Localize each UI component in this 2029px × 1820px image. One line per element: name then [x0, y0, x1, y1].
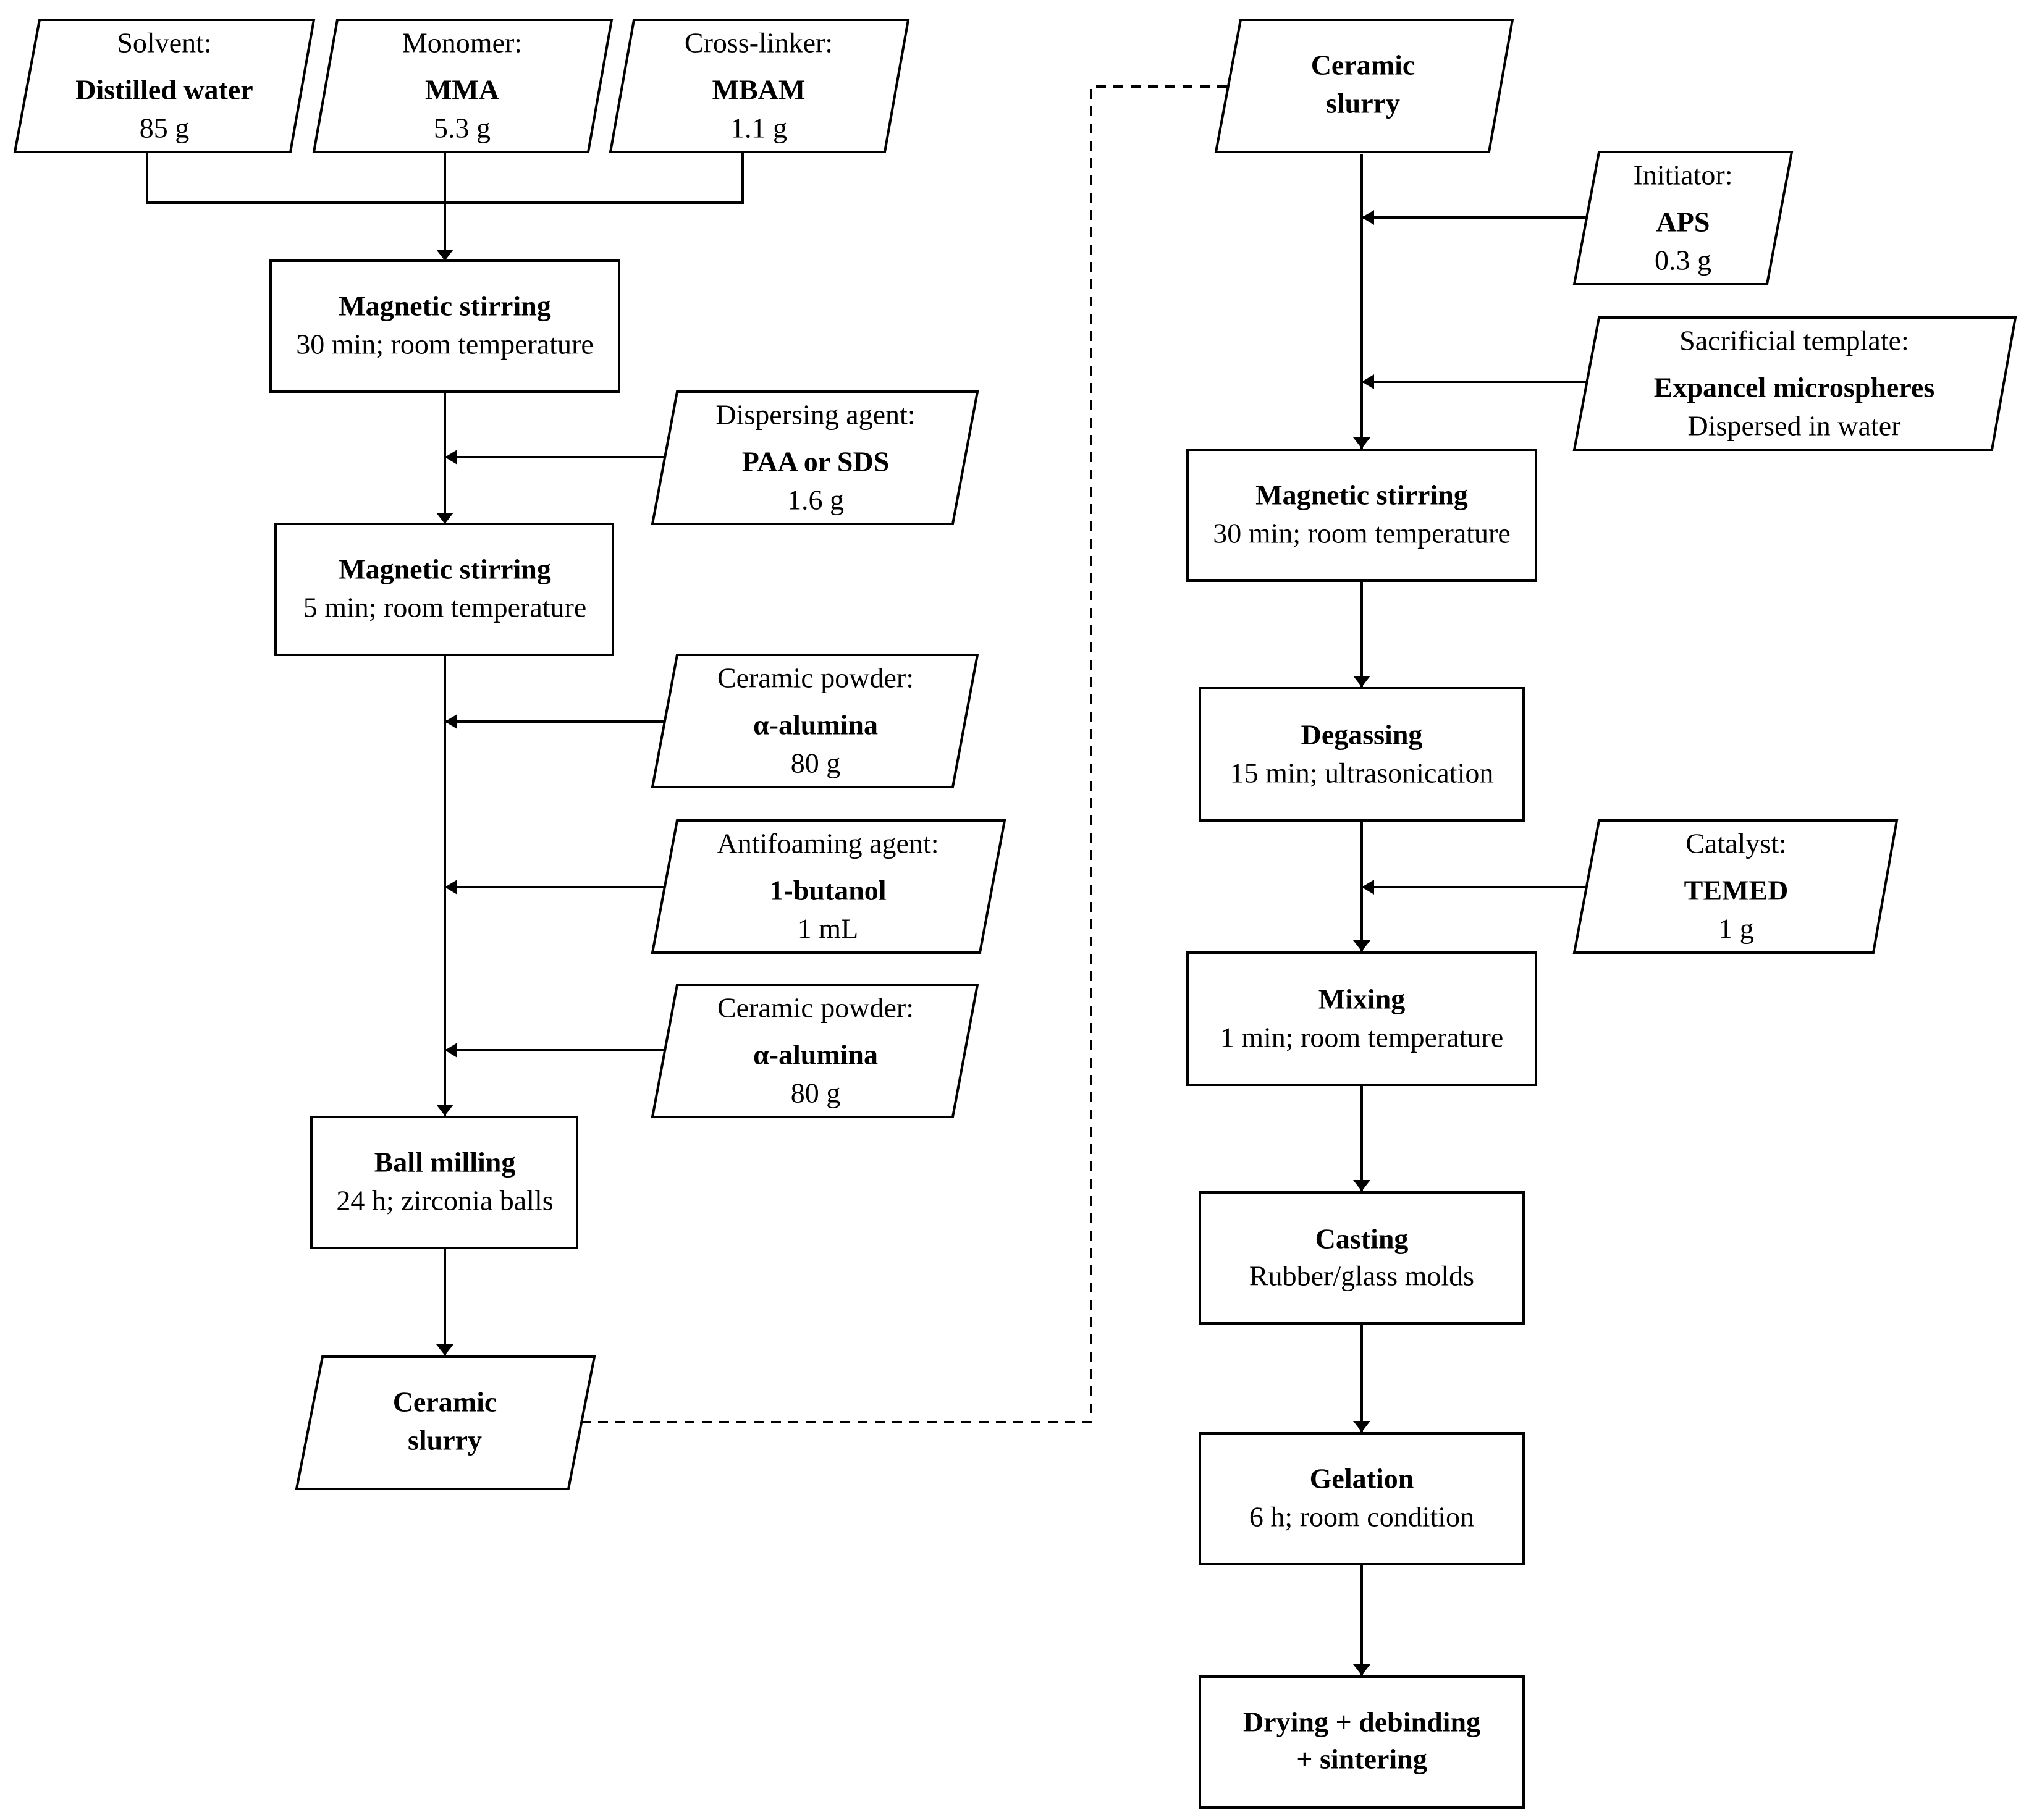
step-title: Mixing: [1318, 984, 1406, 1015]
ingredient-label: Ceramic powder:: [717, 992, 914, 1024]
dashed-link: [581, 85, 1227, 1423]
ingredient-amount: 80 g: [791, 748, 841, 779]
ingredient-amount: 5.3 g: [434, 112, 491, 144]
ingredient-name: APS: [1656, 206, 1710, 238]
arrowhead-powder1: [445, 714, 457, 729]
arrowhead-casting: [1353, 1180, 1370, 1191]
step-magnetic-stirring-3: Magnetic stirring 30 min; room temperatu…: [1186, 449, 1537, 582]
ingredient-monomer: Monomer: MMA 5.3 g: [312, 19, 614, 153]
ingredient-antifoam: Antifoaming agent: 1-butanol 1 mL: [651, 819, 1006, 954]
ingredient-catalyst: Catalyst: TEMED 1 g: [1572, 819, 1899, 954]
step-drying-debinding-sintering: Drying + debinding + sintering: [1199, 1675, 1525, 1809]
arrowhead-mixing: [1353, 940, 1370, 951]
arrowhead-stir1: [436, 250, 453, 261]
ingredient-amount: 1 mL: [798, 913, 858, 945]
slurry-line1: Ceramic: [1311, 49, 1415, 81]
ingredient-name: Distilled water: [75, 74, 253, 106]
ingredient-label: Cross-linker:: [685, 27, 833, 59]
ingredient-crosslinker: Cross-linker: MBAM 1.1 g: [609, 19, 910, 153]
arrowhead-antifoam: [445, 880, 457, 895]
step-degassing: Degassing 15 min; ultrasonication: [1199, 687, 1525, 822]
ingredient-amount: 1 g: [1718, 913, 1754, 945]
step-casting: Casting Rubber/glass molds: [1199, 1191, 1525, 1325]
step-detail: Rubber/glass molds: [1249, 1260, 1474, 1292]
ingredient-template: Sacrificial template: Expancel microsphe…: [1572, 316, 2017, 451]
ingredient-name: TEMED: [1684, 875, 1789, 906]
ingredient-name: MMA: [425, 74, 499, 106]
step-detail: 15 min; ultrasonication: [1230, 757, 1494, 789]
ingredient-name: PAA or SDS: [742, 446, 890, 478]
step-detail: 30 min; room temperature: [296, 329, 594, 360]
ingredient-initiator: Initiator: APS 0.3 g: [1572, 151, 1794, 285]
step-title: Degassing: [1301, 719, 1423, 751]
ceramic-slurry-right: Ceramic slurry: [1214, 19, 1514, 153]
step-detail: 1 min; room temperature: [1220, 1022, 1504, 1053]
step-magnetic-stirring-1: Magnetic stirring 30 min; room temperatu…: [269, 259, 620, 393]
ingredient-amount: 0.3 g: [1655, 245, 1711, 276]
arrowhead-template: [1362, 374, 1374, 389]
arrowhead-slurry: [436, 1344, 453, 1355]
arrowhead-powder2: [445, 1043, 457, 1058]
step-detail: 6 h; room condition: [1249, 1501, 1474, 1533]
step-magnetic-stirring-2: Magnetic stirring 5 min; room temperatur…: [274, 523, 614, 656]
ingredient-label: Ceramic powder:: [717, 662, 914, 694]
arrowhead-catalyst: [1362, 880, 1374, 895]
slurry-line2: slurry: [408, 1425, 482, 1456]
step-title: Ball milling: [374, 1147, 516, 1178]
ingredient-name: α-alumina: [753, 1039, 878, 1071]
step-detail: 30 min; room temperature: [1213, 518, 1511, 549]
step-ball-milling: Ball milling 24 h; zirconia balls: [310, 1116, 578, 1249]
step-detail: 5 min; room temperature: [303, 592, 587, 623]
step-gelation: Gelation 6 h; room condition: [1199, 1432, 1525, 1565]
ingredient-powder1: Ceramic powder: α-alumina 80 g: [651, 654, 979, 788]
ingredient-name: Expancel microspheres: [1654, 372, 1934, 403]
ingredient-amount: Dispersed in water: [1688, 410, 1901, 442]
ingredient-amount: 80 g: [791, 1077, 841, 1109]
ingredient-name: 1-butanol: [769, 875, 886, 906]
arrowhead-stir2: [436, 513, 453, 524]
slurry-line2: slurry: [1326, 88, 1400, 119]
ingredient-label: Initiator:: [1634, 159, 1733, 191]
arrowhead-dispersant: [445, 450, 457, 465]
arrowhead-initiator: [1362, 210, 1374, 225]
step-title: Magnetic stirring: [1255, 479, 1468, 511]
ingredient-label: Solvent:: [117, 27, 211, 59]
ingredient-amount: 85 g: [140, 112, 190, 144]
ingredient-amount: 1.6 g: [787, 484, 844, 516]
arrowhead-ball: [436, 1105, 453, 1116]
ingredient-label: Sacrificial template:: [1679, 325, 1909, 356]
arrowhead-degas: [1353, 676, 1370, 687]
ingredient-amount: 1.1 g: [730, 112, 787, 144]
ingredient-dispersant: Dispersing agent: PAA or SDS 1.6 g: [651, 390, 979, 525]
ingredient-label: Monomer:: [402, 27, 522, 59]
arrowhead-stir3: [1353, 437, 1370, 449]
step-title: Magnetic stirring: [339, 554, 551, 585]
step-title: Gelation: [1310, 1463, 1414, 1494]
step-title: Magnetic stirring: [339, 290, 551, 322]
step-mixing: Mixing 1 min; room temperature: [1186, 951, 1537, 1086]
step-detail: 24 h; zirconia balls: [336, 1185, 553, 1216]
connectors-left: [146, 153, 744, 1355]
ceramic-slurry-left: Ceramic slurry: [295, 1355, 596, 1490]
ingredient-name: MBAM: [712, 74, 806, 106]
ingredient-label: Antifoaming agent:: [717, 828, 939, 859]
ingredient-name: α-alumina: [753, 709, 878, 741]
step-title-line2: + sintering: [1296, 1743, 1427, 1775]
step-title-line1: Drying + debinding: [1243, 1706, 1480, 1738]
arrowhead-final: [1353, 1664, 1370, 1675]
arrowhead-gelation: [1353, 1421, 1370, 1432]
ingredient-label: Dispersing agent:: [715, 399, 915, 431]
ingredient-solvent: Solvent: Distilled water 85 g: [13, 19, 316, 153]
connectors-right: [1353, 154, 1592, 1675]
step-title: Casting: [1315, 1223, 1409, 1255]
slurry-line1: Ceramic: [393, 1386, 497, 1418]
ingredient-label: Catalyst:: [1685, 828, 1787, 859]
ingredient-powder2: Ceramic powder: α-alumina 80 g: [651, 984, 979, 1118]
